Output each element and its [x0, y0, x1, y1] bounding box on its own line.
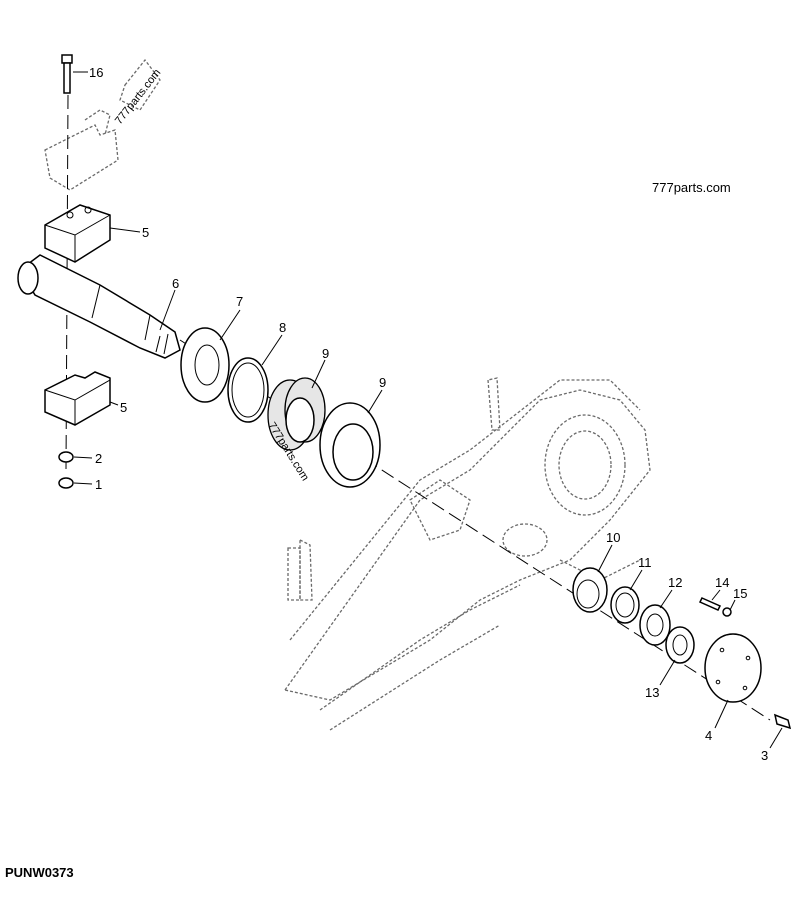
bracket-ghost-outline: [44, 58, 161, 191]
part-13-lock-plate: [665, 626, 695, 664]
callout-8: 8: [279, 320, 286, 335]
part-3-cap-screw: [773, 713, 792, 730]
part-2-washer: [58, 451, 74, 463]
callout-15: 15: [733, 586, 747, 601]
callout-11: 11: [638, 555, 652, 570]
callout-5-upper: 5: [142, 225, 149, 240]
part-12-lock-plate: [639, 604, 671, 646]
part-8-o-ring: [227, 357, 269, 423]
callout-5-lower: 5: [120, 400, 127, 415]
watermark-top-right: 777parts.com: [652, 180, 731, 195]
part-6-shaft: [17, 254, 181, 359]
callout-10: 10: [606, 530, 620, 545]
part-9-bearing-cone: [267, 377, 326, 451]
part-1-nut: [58, 477, 74, 489]
callout-6: 6: [172, 276, 179, 291]
part-5-lower-base: [44, 371, 111, 426]
callout-9-cup: 9: [379, 375, 386, 390]
part-14-screw: [698, 597, 722, 611]
part-7-thrust-washer: [180, 327, 230, 403]
figure-id-label: PUNW0373: [5, 865, 74, 880]
watermark-rotated-top: 777parts.com: [113, 67, 163, 127]
part-10-seal: [572, 567, 608, 613]
callout-labels: 16 5 6 7 8 9 9 5 2 1 10 11 12 14 15 13 4…: [89, 65, 768, 763]
callout-13: 13: [645, 685, 659, 700]
callout-14: 14: [715, 575, 729, 590]
callout-9-cone: 9: [322, 346, 329, 361]
part-4-cover-plate: [704, 633, 762, 703]
callout-3: 3: [761, 748, 768, 763]
part-16-bolt: [61, 54, 73, 94]
callout-4: 4: [705, 728, 712, 743]
part-11-ring: [610, 586, 640, 624]
callout-7: 7: [236, 294, 243, 309]
callout-16: 16: [89, 65, 103, 80]
part-9-bearing-cup: [319, 402, 381, 488]
leader-lines: [73, 71, 783, 749]
part-5-upper-cap: [44, 204, 111, 263]
callout-2: 2: [95, 451, 102, 466]
callout-1: 1: [95, 477, 102, 492]
part-15-washer: [722, 607, 732, 617]
housing-ghost-outline: [283, 377, 651, 731]
callout-12: 12: [668, 575, 682, 590]
